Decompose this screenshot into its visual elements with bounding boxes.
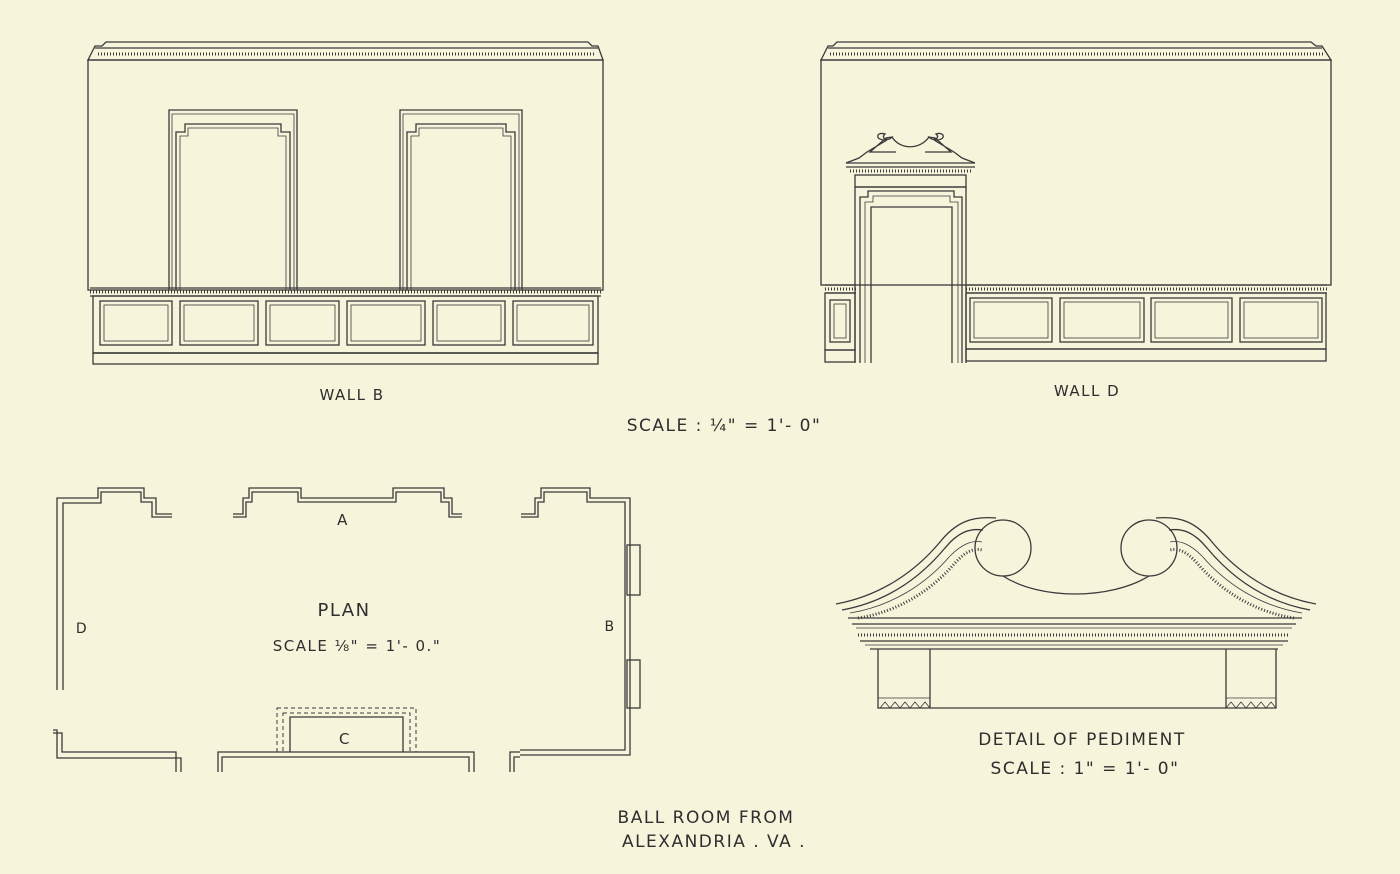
caption-line-1: BALL ROOM FROM	[617, 808, 795, 828]
plan-title: PLAN	[317, 600, 371, 621]
pediment-entablature	[848, 617, 1302, 650]
wall-d-door	[845, 132, 976, 363]
pediment-title: DETAIL OF PEDIMENT	[978, 730, 1186, 750]
plan-wall-d-label: D	[75, 621, 89, 637]
wall-d-elevation	[819, 41, 1333, 363]
plan-scale-label: SCALE ⅛" = 1'- 0."	[272, 637, 442, 655]
plan-wall-a-label: A	[337, 511, 349, 529]
wall-b-dado	[90, 287, 601, 365]
wall-b-label: WALL B	[319, 386, 385, 404]
pediment-scale-label: SCALE : 1" = 1'- 0"	[990, 759, 1180, 779]
wall-d-cornice	[819, 41, 1333, 61]
plan-wall-c-label: C	[339, 730, 351, 748]
plan-wall-b-label: B	[604, 619, 616, 635]
plan-wall-a	[56, 487, 631, 756]
pediment-scrolls	[835, 516, 1317, 620]
floor-plan	[53, 487, 641, 772]
wall-d-label: WALL D	[1053, 382, 1121, 400]
pediment-detail	[835, 516, 1317, 709]
wall-b-window-left	[168, 109, 298, 290]
wall-b-outline	[87, 59, 604, 291]
wall-b-cornice	[86, 41, 604, 61]
plan-wall-c	[53, 707, 520, 772]
elevation-scale-label: SCALE : ¼" = 1'- 0"	[626, 416, 822, 436]
caption-line-2: ALEXANDRIA . VA .	[621, 832, 807, 852]
wall-d-dado	[824, 284, 1327, 363]
wall-b-elevation	[86, 41, 604, 365]
pediment-supports	[877, 649, 1277, 709]
plan-wall-b-windows	[626, 544, 641, 709]
wall-d-outline	[820, 59, 1332, 286]
wall-b-window-right	[399, 109, 523, 290]
